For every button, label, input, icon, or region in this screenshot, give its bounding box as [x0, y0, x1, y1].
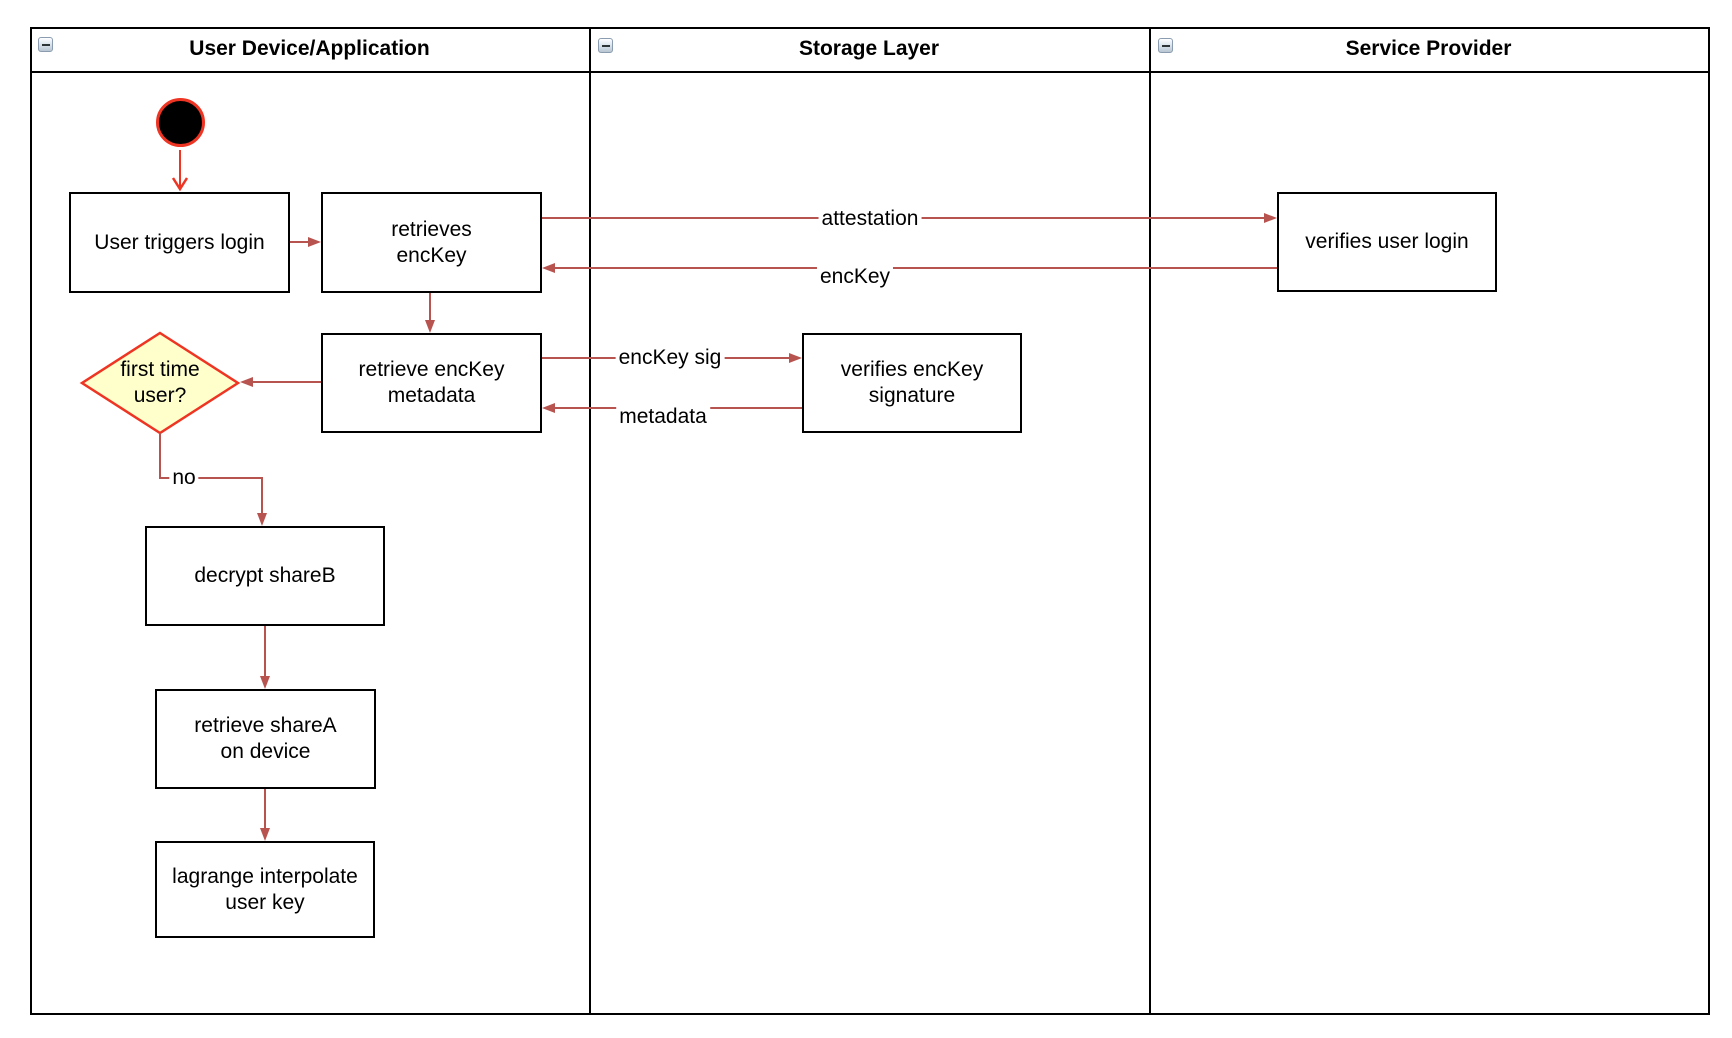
arrowhead-left: [542, 263, 555, 273]
edge-label-attestation: attestation: [818, 208, 922, 230]
edge-sharea-to-lagrange: [264, 789, 266, 828]
edge-label-enckey-sig: encKey sig: [615, 347, 725, 369]
arrowhead-right: [308, 237, 321, 247]
arrowhead-down: [260, 828, 270, 841]
arrowhead-down: [257, 513, 267, 526]
collapse-lane-icon[interactable]: [598, 38, 613, 53]
arrowhead-down: [425, 320, 435, 333]
edge-metadata-to-decision: [253, 381, 321, 383]
edge-label-no: no: [169, 467, 199, 489]
minus-icon: [601, 44, 610, 47]
node-user-triggers-login[interactable]: User triggers login: [69, 192, 290, 293]
arrowhead-left: [240, 377, 253, 387]
lane-divider-2: [1149, 27, 1151, 1015]
node-decrypt-shareb[interactable]: decrypt shareB: [145, 526, 385, 626]
edge-label-enckey: encKey: [816, 266, 894, 288]
arrowhead-down: [260, 676, 270, 689]
node-lagrange-interpolate-user-key[interactable]: lagrange interpolate user key: [155, 841, 375, 938]
node-retrieve-sharea-on-device[interactable]: retrieve shareA on device: [155, 689, 376, 789]
edge-decrypt-to-sharea: [264, 626, 266, 676]
lane-title-user-device: User Device/Application: [189, 37, 430, 60]
arrowhead-right: [1264, 213, 1277, 223]
start-node[interactable]: [156, 98, 205, 147]
collapse-lane-icon[interactable]: [38, 37, 53, 52]
arrowhead-open-down: [171, 177, 189, 192]
node-retrieves-enckey[interactable]: retrieves encKey: [321, 192, 542, 293]
lane-title-service-provider: Service Provider: [1345, 37, 1512, 60]
edge-retrieves-to-metadata: [429, 293, 431, 320]
edge-enckey-return: [555, 267, 1277, 269]
node-verifies-user-login[interactable]: verifies user login: [1277, 192, 1497, 292]
minus-icon: [1161, 44, 1170, 47]
minus-icon: [41, 43, 50, 46]
edge-start-to-login: [179, 150, 181, 188]
edge-login-to-retrieves: [290, 241, 308, 243]
arrowhead-left: [542, 403, 555, 413]
node-retrieve-enckey-metadata[interactable]: retrieve encKey metadata: [321, 333, 542, 433]
decision-first-time-user-label: first time user?: [120, 358, 200, 407]
lane-title-storage-layer: Storage Layer: [798, 37, 940, 60]
edge-no-segment-3: [261, 479, 263, 513]
edge-no-segment-2: [159, 477, 263, 479]
edge-no-segment-1: [159, 433, 161, 479]
arrowhead-right: [789, 353, 802, 363]
collapse-lane-icon[interactable]: [1158, 38, 1173, 53]
edge-label-metadata: metadata: [616, 406, 710, 428]
lane-divider-1: [589, 27, 591, 1015]
node-verifies-enckey-signature[interactable]: verifies encKey signature: [802, 333, 1022, 433]
lane-header-divider: [30, 71, 1710, 73]
